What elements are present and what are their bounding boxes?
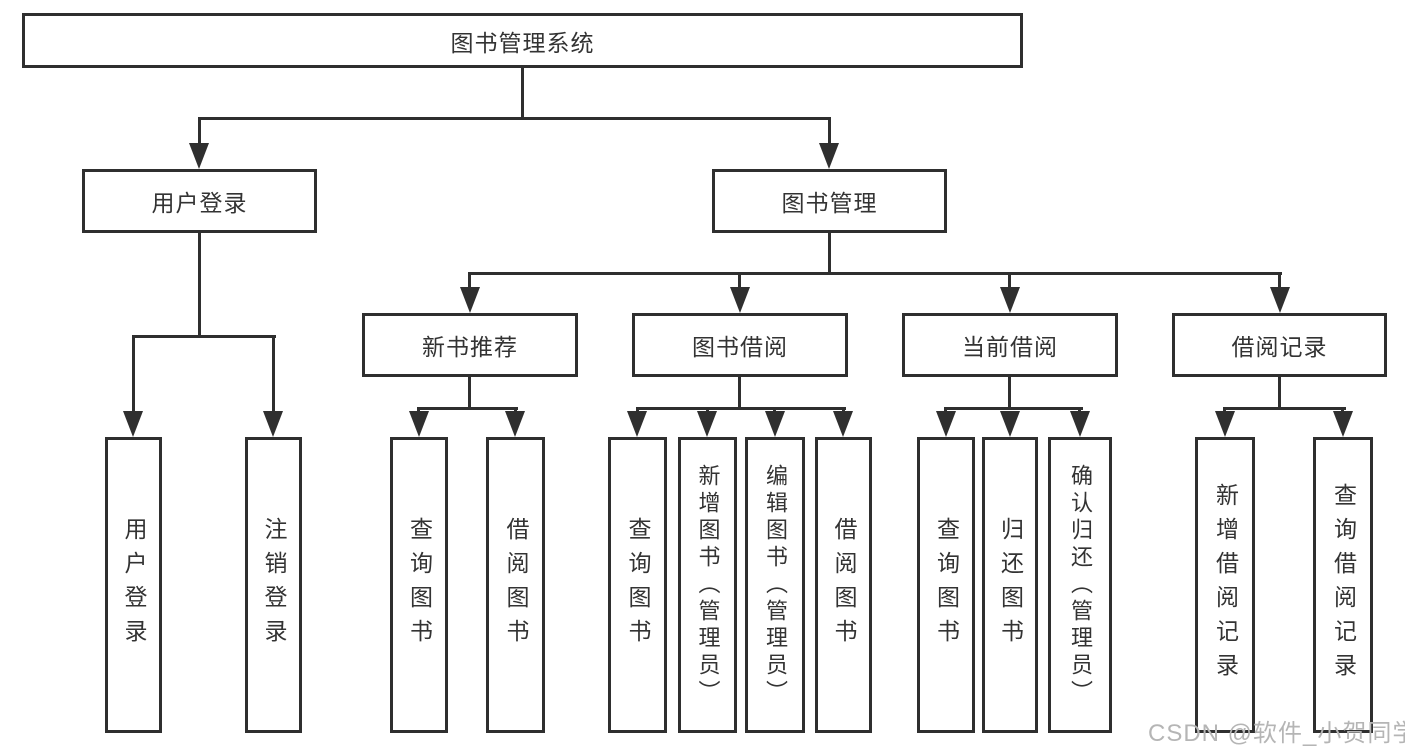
connector-line <box>521 68 524 119</box>
arrow-down-icon <box>123 411 143 437</box>
arrow-down-icon <box>819 143 839 169</box>
leaf-logout-label: 注销登录 <box>261 517 287 653</box>
leaf-add-borrow-record-label: 新增借阅记录 <box>1212 483 1239 687</box>
arrow-down-icon <box>1000 287 1020 313</box>
connector-line <box>468 377 471 410</box>
arrow-down-icon <box>765 411 785 437</box>
leaf-user-login-label: 用户登录 <box>121 517 147 653</box>
arrow-down-icon <box>833 411 853 437</box>
leaf-return-book: 归还图书 <box>982 437 1038 733</box>
arrow-down-icon <box>1270 287 1290 313</box>
arrow-down-icon <box>697 411 717 437</box>
leaf-query-book-3: 查询图书 <box>917 437 975 733</box>
leaf-borrow-book-1: 借阅图书 <box>486 437 545 733</box>
node-book-management-label: 图书管理 <box>781 190 878 216</box>
node-book-borrow-label: 图书借阅 <box>692 334 788 360</box>
leaf-query-borrow-record-label: 查询借阅记录 <box>1330 483 1357 687</box>
connector-line <box>198 117 201 147</box>
arrow-down-icon <box>627 411 647 437</box>
node-borrow-records-label: 借阅记录 <box>1231 334 1328 360</box>
leaf-logout: 注销登录 <box>245 437 302 733</box>
leaf-query-book-2: 查询图书 <box>608 437 667 733</box>
leaf-query-book-1-label: 查询图书 <box>406 517 433 653</box>
connector-line <box>272 335 275 413</box>
connector-line <box>636 407 846 410</box>
connector-line <box>738 272 741 290</box>
leaf-edit-book-admin-label: 编辑图书（管理员） <box>763 463 788 707</box>
connector-line <box>1008 272 1011 290</box>
leaf-return-book-label: 归还图书 <box>997 517 1024 653</box>
arrow-down-icon <box>409 411 429 437</box>
node-book-borrow: 图书借阅 <box>632 313 848 377</box>
node-root-label: 图书管理系统 <box>450 29 595 56</box>
leaf-add-book-admin-label: 新增图书（管理员） <box>695 463 721 707</box>
leaf-borrow-book-1-label: 借阅图书 <box>503 517 529 653</box>
connector-line <box>132 335 135 413</box>
node-user-login-label: 用户登录 <box>151 190 248 216</box>
node-current-borrow-label: 当前借阅 <box>962 334 1058 360</box>
connector-line <box>1223 407 1346 410</box>
leaf-add-borrow-record: 新增借阅记录 <box>1195 437 1255 733</box>
connector-line <box>944 407 1083 410</box>
connector-line <box>132 335 276 338</box>
leaf-query-book-2-label: 查询图书 <box>625 517 651 653</box>
arrow-down-icon <box>1333 411 1353 437</box>
arrow-down-icon <box>936 411 956 437</box>
connector-line <box>468 272 471 290</box>
connector-line <box>828 117 831 147</box>
connector-line <box>828 233 831 275</box>
connector-line <box>738 377 741 410</box>
leaf-query-book-3-label: 查询图书 <box>933 517 960 653</box>
arrow-down-icon <box>1070 411 1090 437</box>
node-book-management: 图书管理 <box>712 169 947 233</box>
leaf-confirm-return-admin: 确认归还（管理员） <box>1048 437 1112 733</box>
leaf-query-borrow-record: 查询借阅记录 <box>1313 437 1373 733</box>
connector-line <box>417 407 518 410</box>
connector-line <box>468 272 1282 275</box>
arrow-down-icon <box>730 287 750 313</box>
arrow-down-icon <box>1215 411 1235 437</box>
arrow-down-icon <box>505 411 525 437</box>
leaf-edit-book-admin: 编辑图书（管理员） <box>745 437 805 733</box>
connector-line <box>198 233 201 337</box>
node-new-book-recommend: 新书推荐 <box>362 313 578 377</box>
arrow-down-icon <box>1000 411 1020 437</box>
leaf-user-login: 用户登录 <box>105 437 162 733</box>
connector-line <box>1278 272 1281 290</box>
node-new-book-recommend-label: 新书推荐 <box>422 334 518 360</box>
leaf-add-book-admin: 新增图书（管理员） <box>678 437 737 733</box>
arrow-down-icon <box>263 411 283 437</box>
arrow-down-icon <box>189 143 209 169</box>
node-borrow-records: 借阅记录 <box>1172 313 1387 377</box>
node-root: 图书管理系统 <box>22 13 1023 68</box>
leaf-borrow-book-2-label: 借阅图书 <box>831 517 857 653</box>
node-user-login: 用户登录 <box>82 169 317 233</box>
arrow-down-icon <box>460 287 480 313</box>
node-current-borrow: 当前借阅 <box>902 313 1118 377</box>
leaf-query-book-1: 查询图书 <box>390 437 448 733</box>
leaf-confirm-return-admin-label: 确认归还（管理员） <box>1068 463 1093 707</box>
csdn-watermark: CSDN @软件_小贺同学 <box>1148 720 1405 747</box>
connector-line <box>198 117 831 120</box>
leaf-borrow-book-2: 借阅图书 <box>815 437 872 733</box>
connector-line <box>1008 377 1011 410</box>
connector-line <box>1278 377 1281 410</box>
